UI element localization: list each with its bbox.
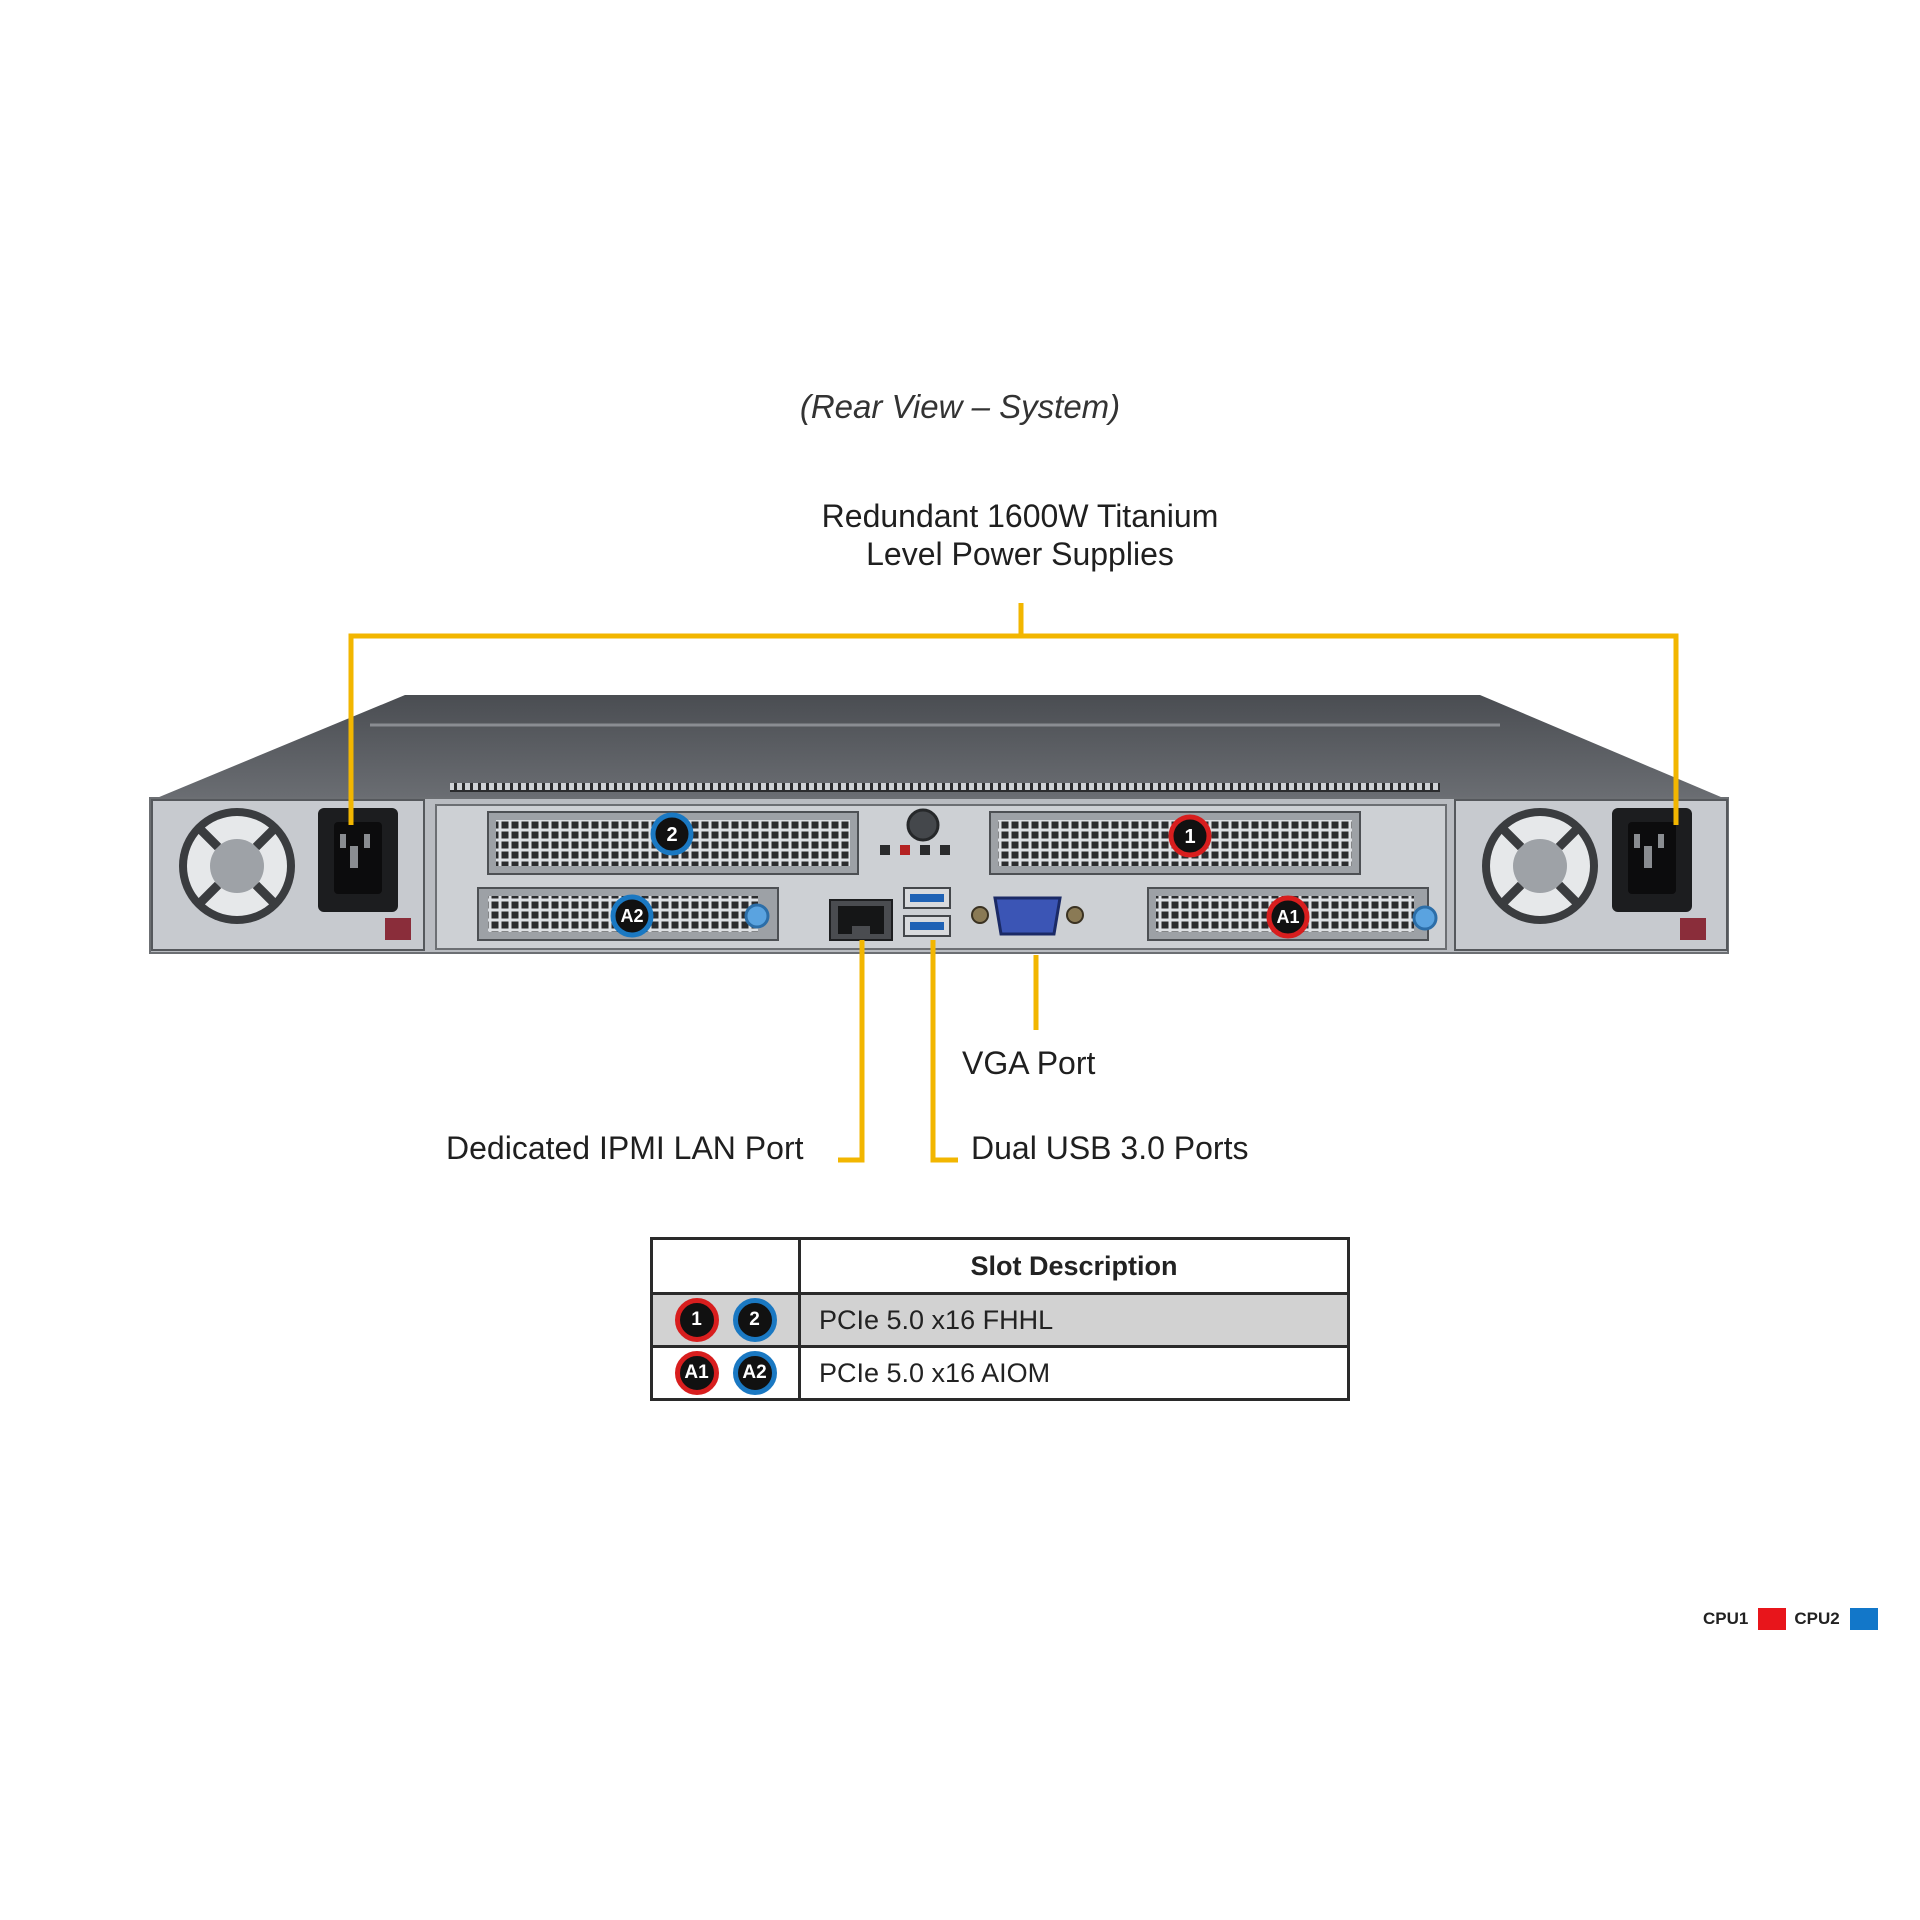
- table-row: A1 A2 PCIe 5.0 x16 AIOM: [650, 1345, 1350, 1401]
- slot-a2-badge: A2: [610, 894, 654, 938]
- top-vent-strip: [450, 783, 1440, 792]
- usb-callout-label: Dual USB 3.0 Ports: [971, 1130, 1249, 1166]
- slot-2-badge: 2: [650, 812, 694, 856]
- usb-ports-icon: [903, 887, 951, 937]
- callout-lines: [348, 603, 1679, 1163]
- psu-callout-line1: Redundant 1600W Titanium: [821, 498, 1219, 534]
- slot-1-badge: 1: [1168, 814, 1212, 858]
- psu-right-release-tab: [1680, 918, 1706, 940]
- ipmi-callout-label: Dedicated IPMI LAN Port: [446, 1130, 804, 1166]
- psu-callout-line2: Level Power Supplies: [866, 536, 1174, 572]
- psu-left: [151, 799, 425, 951]
- slot-a2-badge-text: A2: [620, 906, 643, 926]
- badge-slot-1: 1: [674, 1298, 719, 1342]
- psu-left-release-tab: [385, 918, 411, 940]
- legend-cpu2-swatch: [1849, 1608, 1878, 1630]
- badge-slot-2: 2: [732, 1298, 777, 1342]
- row-badges: A1 A2: [650, 1345, 801, 1401]
- slot-a1-badge-text: A1: [1276, 907, 1299, 927]
- table-header-icons: [650, 1237, 801, 1295]
- legend-cpu1-swatch: [1758, 1608, 1787, 1630]
- view-subtitle: (Rear View – System): [799, 388, 1121, 425]
- row-description: PCIe 5.0 x16 AIOM: [798, 1345, 1350, 1401]
- row-description: PCIe 5.0 x16 FHHL: [798, 1292, 1350, 1348]
- badge-slot-a1: A1: [674, 1351, 719, 1395]
- legend-cpu1-label: CPU1: [1703, 1609, 1749, 1628]
- ipmi-lan-port-icon: [829, 899, 893, 941]
- psu-right: [1454, 799, 1728, 951]
- vga-port-icon: [971, 896, 1084, 936]
- chassis-top: [152, 695, 1728, 800]
- slot-a1-badge: A1: [1266, 895, 1310, 939]
- slot-1-badge-text: 1: [1184, 826, 1195, 848]
- aiom-a1-thumbscrew-icon: [1412, 905, 1438, 931]
- table-header-row: Slot Description: [650, 1237, 1350, 1295]
- badge-slot-a2: A2: [732, 1351, 777, 1395]
- cpu-legend: CPU1 CPU2: [1703, 1608, 1886, 1630]
- aiom-a2-thumbscrew-icon: [744, 903, 770, 929]
- slot-2-badge-text: 2: [666, 824, 677, 846]
- center-screw-icon: [906, 808, 940, 842]
- legend-cpu2-label: CPU2: [1794, 1609, 1840, 1628]
- vga-callout-label: VGA Port: [962, 1045, 1096, 1081]
- table-header-title: Slot Description: [798, 1237, 1350, 1295]
